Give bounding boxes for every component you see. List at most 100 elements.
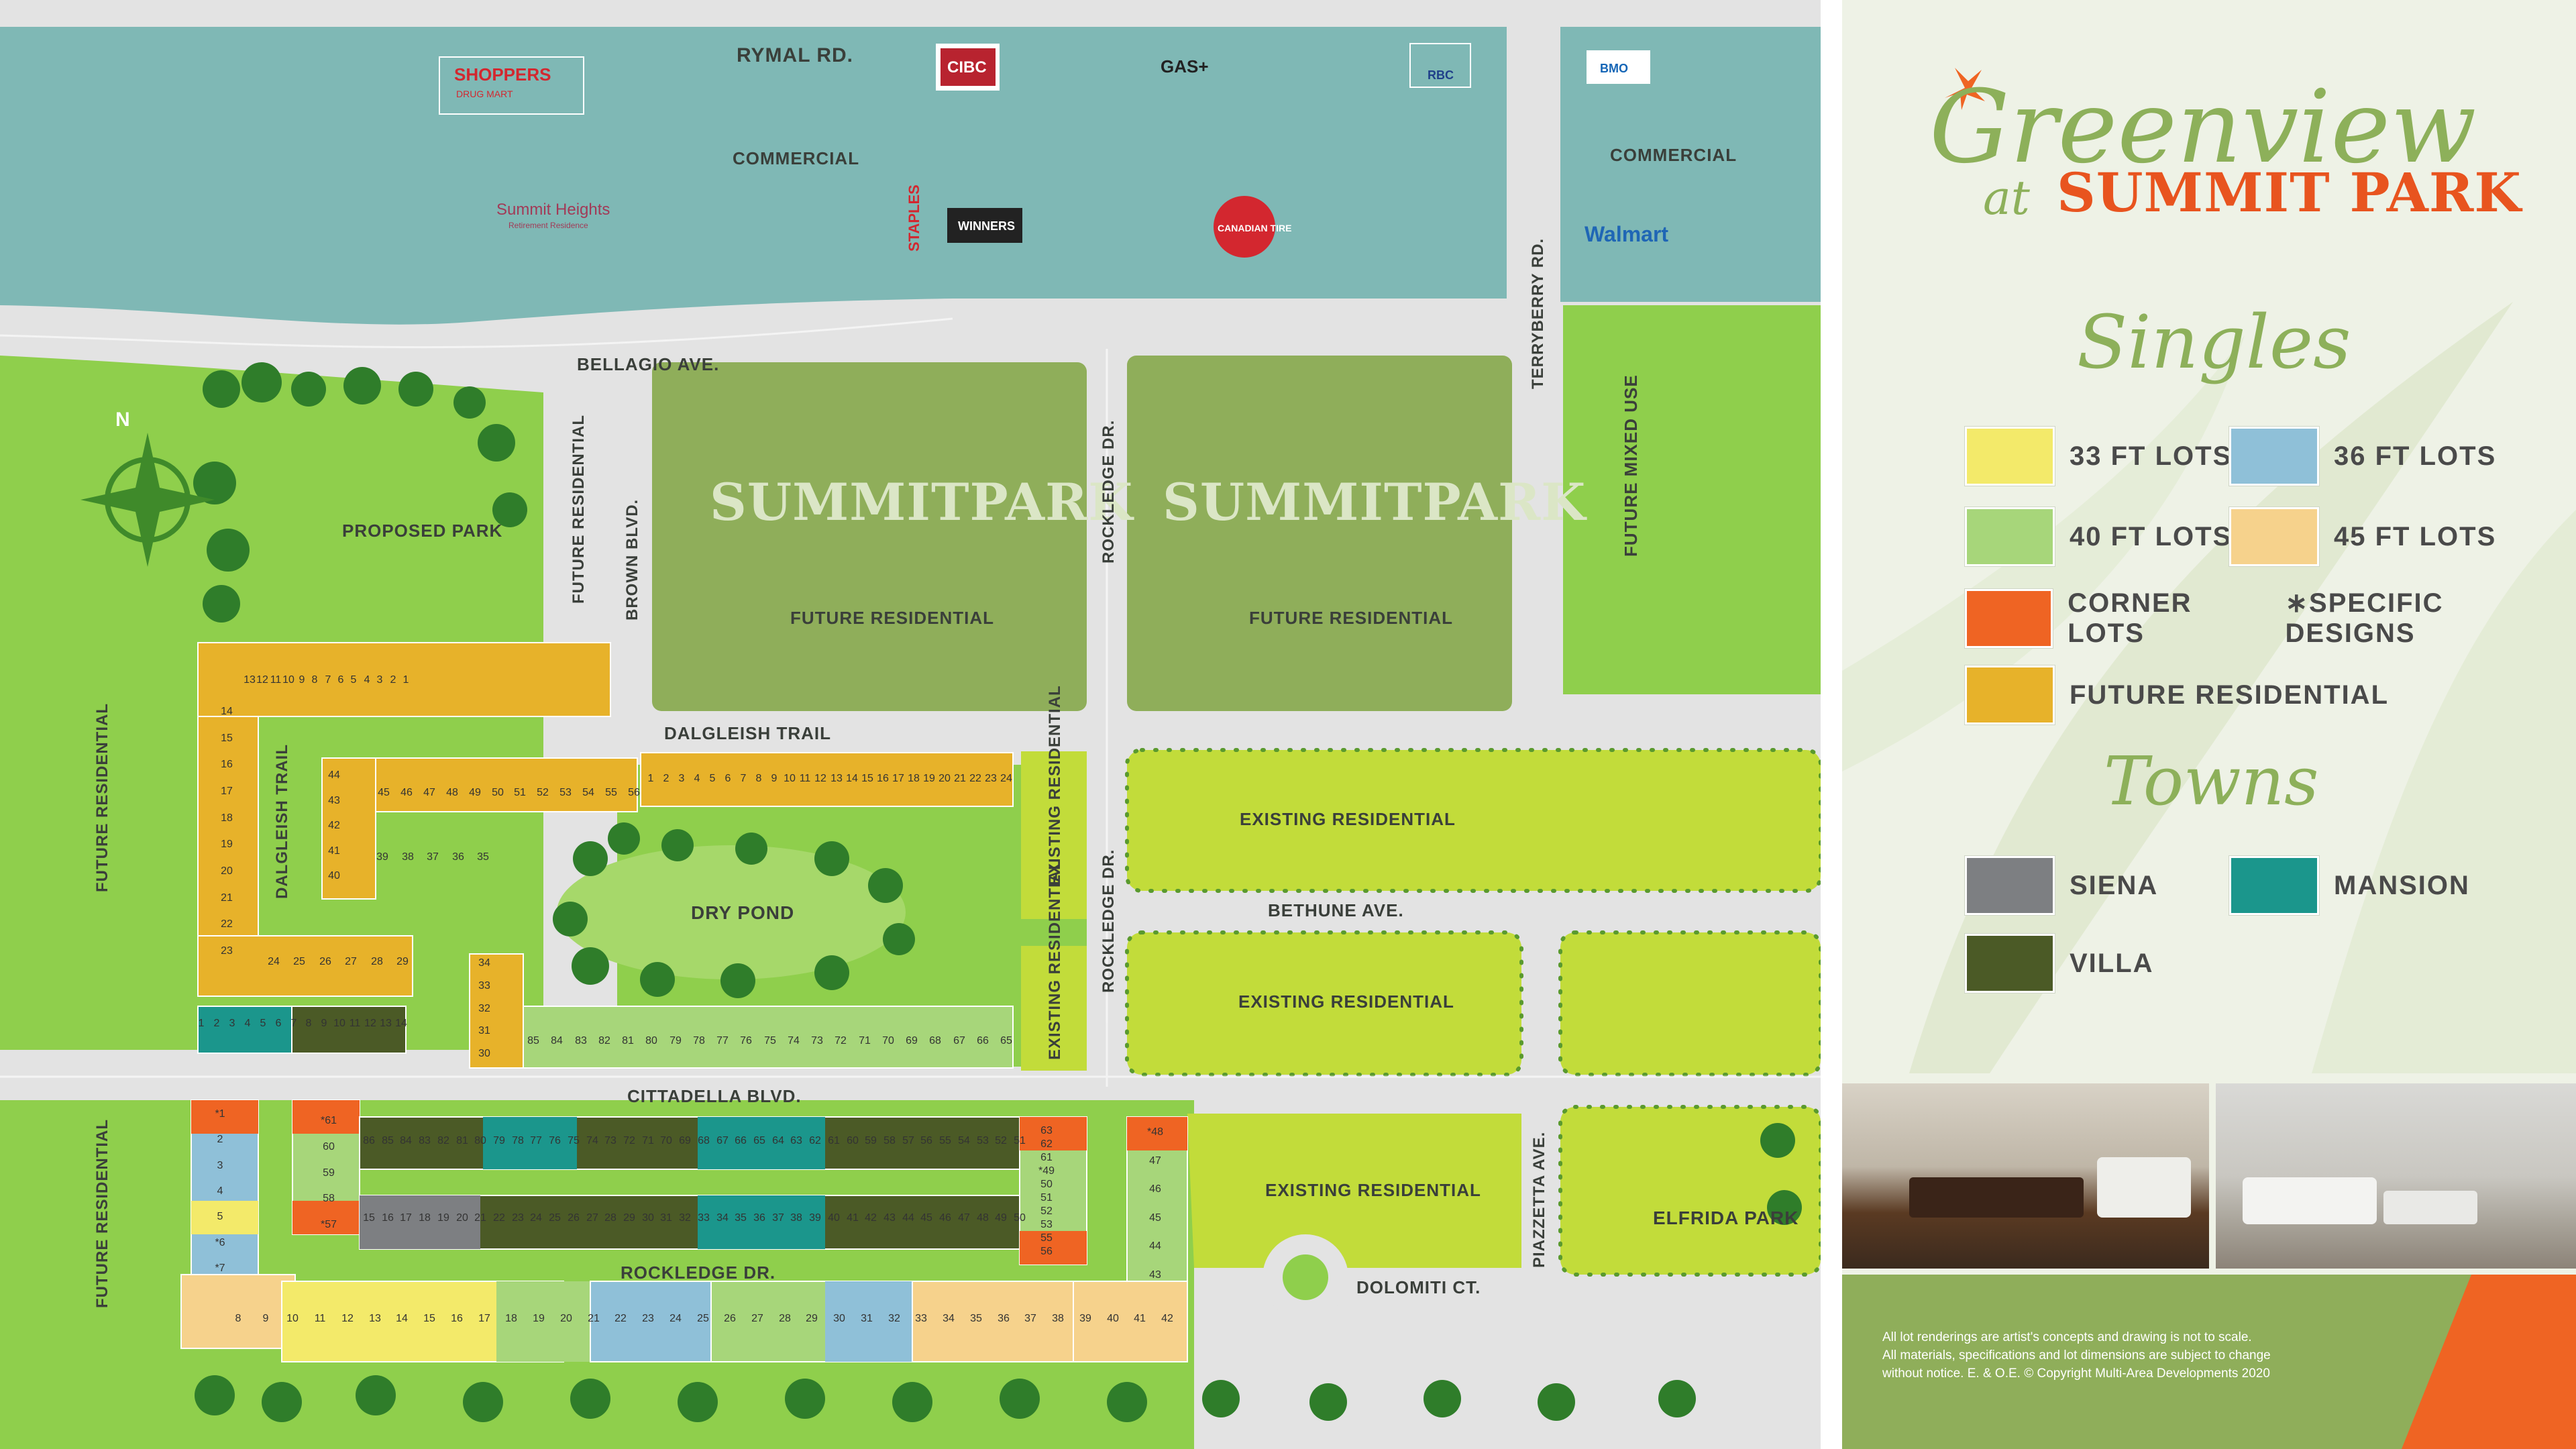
lot-number: 15 (221, 733, 233, 744)
lot-number: *48 (1147, 1126, 1163, 1138)
lot-number: 1 (403, 674, 409, 686)
lot-number: 3 (679, 773, 685, 784)
lot-number: 37 (772, 1212, 784, 1224)
lot-number: 32 (679, 1212, 691, 1224)
road-rockledge-bottom: ROCKLEDGE DR. (621, 1263, 775, 1283)
legend-villa: VILLA (1965, 934, 2154, 993)
summitpark-logo-1: SUMMITPARK (710, 472, 1134, 532)
legend-corner-label: CORNER LOTS (2068, 588, 2192, 648)
road-dalgleish-top: DALGLEISH TRAIL (664, 723, 831, 743)
road-centerlines (0, 317, 1821, 1087)
lot-number: 76 (549, 1135, 561, 1146)
lot-group-c (180, 1274, 1188, 1362)
legend-36ft: 36 FT LOTS (2229, 427, 2496, 486)
existing-residential-1-label: EXISTING RESIDENTIAL (1240, 809, 1456, 829)
lot-number: *7 (215, 1263, 225, 1274)
lot-number: 68 (698, 1135, 710, 1146)
lot-group-b (191, 1099, 1188, 1299)
lot-number: 7 (291, 1018, 297, 1029)
existing-residential-2-label: EXISTING RESIDENTIAL (1238, 991, 1454, 1012)
lot-number: *61 (321, 1115, 337, 1126)
future-residential-left-bottom-label: FUTURE RESIDENTIAL (93, 1119, 111, 1308)
shoppers-sub-label: DRUG MART (456, 89, 513, 99)
lot-number: 47 (1149, 1155, 1161, 1167)
lot-number: 9 (299, 674, 305, 686)
lot-number: 51 (1014, 1135, 1026, 1146)
lot-number: 18 (505, 1313, 517, 1324)
lot-number: 14 (846, 773, 858, 784)
legend-40ft-label: 40 FT LOTS (2070, 521, 2233, 551)
lot-number: 25 (549, 1212, 561, 1224)
lot-number: 44 (328, 769, 340, 781)
swatch-45ft (2229, 507, 2319, 566)
lot-number: 35 (477, 851, 489, 863)
site-map: N SHOPPERS DRUG MART CIBC GAS+ RBC BMO S… (0, 0, 1821, 1449)
lot-number: 3 (377, 674, 383, 686)
lot-number: 16 (221, 759, 233, 770)
lot-number: 73 (811, 1035, 823, 1046)
lot-number: 84 (400, 1135, 412, 1146)
legend-36ft-label: 36 FT LOTS (2334, 441, 2497, 471)
lot-number: 78 (512, 1135, 524, 1146)
lot-number: 72 (623, 1135, 635, 1146)
lot-number: 56 (920, 1135, 932, 1146)
lot-number: 1 (199, 1018, 205, 1029)
lot-number: 56 (628, 787, 640, 798)
brand-logo: Greenview at SUMMIT PARK (1923, 54, 2526, 228)
lot-number: 18 (908, 773, 920, 784)
lot-number: 9 (771, 773, 777, 784)
lot-number: 49 (995, 1212, 1007, 1224)
lot-number: *49 (1038, 1165, 1055, 1177)
disclaimer-line-2: All materials, specifications and lot di… (1882, 1348, 2271, 1362)
lot-number: 84 (551, 1035, 563, 1046)
canadian-tire-label: CANADIAN TIRE (1218, 223, 1291, 233)
lot-number: 28 (371, 956, 383, 967)
lot-number: 53 (1040, 1219, 1053, 1230)
lot-number: 22 (221, 918, 233, 930)
lot-number: 4 (217, 1185, 223, 1197)
interior-photo-dining (1842, 1083, 2209, 1269)
lot-number: 42 (865, 1212, 877, 1224)
legend-specific-designs: ∗SPECIFIC DESIGNS (2285, 588, 2444, 648)
lot-number: 83 (419, 1135, 431, 1146)
lot-number: 4 (364, 674, 370, 686)
lot-number: 2 (217, 1134, 223, 1145)
flower-icon (1941, 64, 1988, 111)
staples-label: STAPLES (906, 184, 922, 252)
lot-number: 14 (396, 1313, 408, 1324)
swatch-villa (1965, 934, 2055, 993)
lot-number: 23 (512, 1212, 524, 1224)
lot-number: 27 (751, 1313, 763, 1324)
lot-number: 4 (245, 1018, 251, 1029)
lot-number: 77 (716, 1035, 729, 1046)
lot-number: 19 (533, 1313, 545, 1324)
summitpark-label-1: FUTURE RESIDENTIAL (790, 608, 994, 628)
future-mixed-use-label: FUTURE MIXED USE (1621, 374, 1641, 557)
lot-number: 34 (478, 957, 490, 969)
lot-number: 3 (217, 1160, 223, 1171)
brand-name: SUMMIT PARK (2057, 161, 2522, 224)
lot-number: 24 (1000, 773, 1012, 784)
lot-number: 12 (256, 674, 268, 686)
road-cittadella: CITTADELLA BLVD. (627, 1086, 802, 1106)
lot-number: 63 (790, 1135, 802, 1146)
lot-number: 22 (969, 773, 981, 784)
lot-number: 77 (530, 1135, 542, 1146)
disclaimer-line-3: without notice. E. & O.E. © Copyright Mu… (1882, 1366, 2270, 1381)
road-bethune: BETHUNE AVE. (1268, 900, 1404, 920)
road-brown: BROWN BLVD. (623, 499, 641, 621)
lot-number: 80 (474, 1135, 486, 1146)
lot-number: 86 (363, 1135, 375, 1146)
lot-number: 38 (1052, 1313, 1064, 1324)
lot-number: 45 (920, 1212, 932, 1224)
lot-number: 5 (351, 674, 357, 686)
lot-number: 19 (923, 773, 935, 784)
summitpark-block-2 (1127, 356, 1512, 711)
lot-number: 76 (740, 1035, 752, 1046)
lot-number: 79 (493, 1135, 505, 1146)
lot-number: 37 (427, 851, 439, 863)
lot-number: 36 (753, 1212, 765, 1224)
lot-number: 33 (478, 980, 490, 991)
lot-number: 17 (892, 773, 904, 784)
